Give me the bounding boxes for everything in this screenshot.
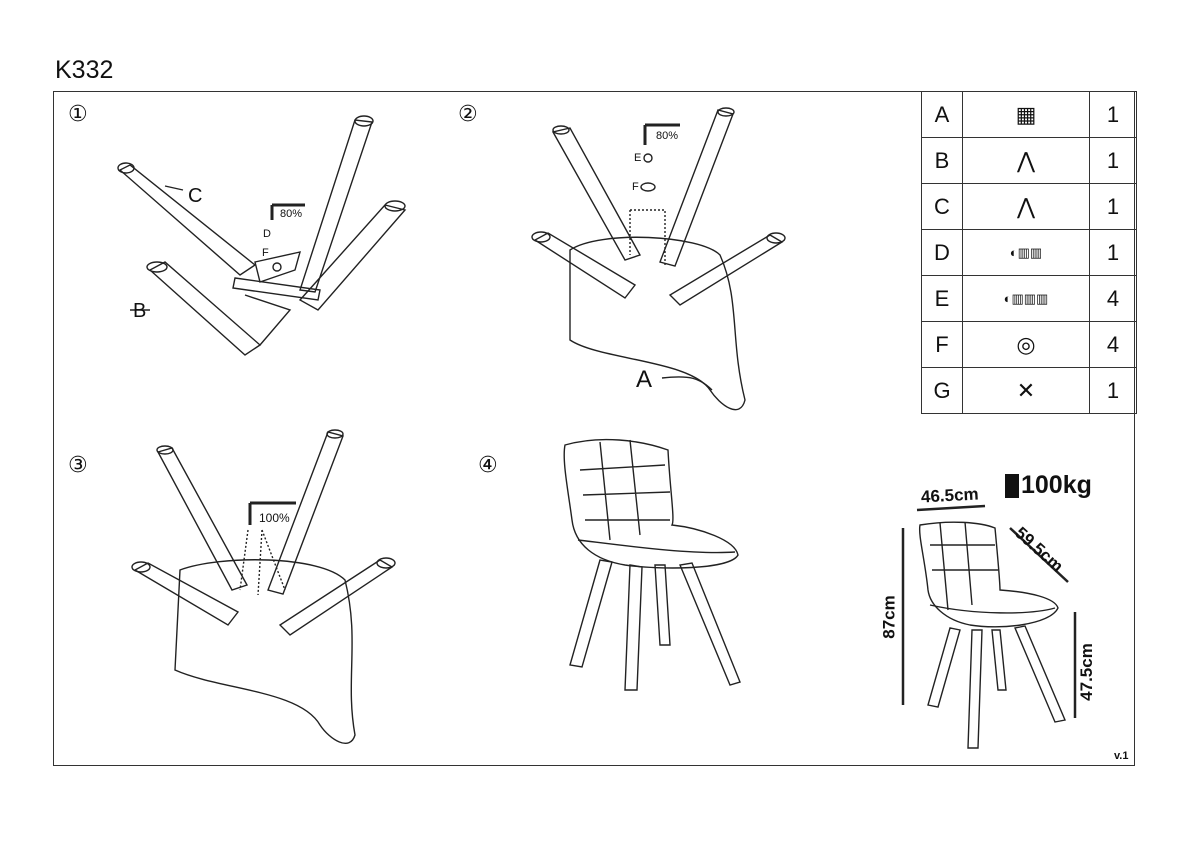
leg-frame-c-icon: ⋀ <box>962 183 1090 230</box>
step-1-label-d: D <box>263 228 271 240</box>
weight-icon <box>1005 474 1019 498</box>
table-row: D◐▥▥1 <box>921 229 1137 276</box>
max-load: 100kg <box>1021 471 1092 499</box>
step-3-drawing <box>131 429 396 744</box>
step-4-chair-drawing <box>563 438 741 691</box>
step-2-label-f: F <box>632 181 639 193</box>
step-2-tool-label: 80% <box>656 130 679 142</box>
step-2-drawing <box>531 107 786 411</box>
cross-plate-icon: ✕ <box>962 367 1090 414</box>
table-row: A▦1 <box>921 91 1137 138</box>
step-1-tool-label: 80% <box>280 208 303 220</box>
seat-icon: ▦ <box>962 91 1090 138</box>
table-row: B⋀1 <box>921 137 1137 184</box>
long-bolt-icon: ◐▥▥▥ <box>962 275 1090 322</box>
table-row: E◐▥▥▥4 <box>921 275 1137 322</box>
height-dimension: 87cm <box>879 595 899 639</box>
table-row: G✕1 <box>921 367 1137 414</box>
table-row: F◎4 <box>921 321 1137 368</box>
step-4-number: ④ <box>478 453 498 478</box>
step-2-label-e: E <box>634 152 642 164</box>
step-3-tool-label: 100% <box>259 511 290 525</box>
label-a: A <box>636 366 653 393</box>
width-dimension: 46.5cm <box>920 484 980 507</box>
dimension-chair-drawing <box>918 521 1066 749</box>
step-3-number: ③ <box>68 453 88 478</box>
dimension-arrows <box>901 504 1077 718</box>
table-row: C⋀1 <box>921 183 1137 230</box>
seat-height-dimension: 47.5cm <box>1076 643 1096 701</box>
parts-table: A▦1 B⋀1 C⋀1 D◐▥▥1 E◐▥▥▥4 F◎4 G✕1 <box>921 91 1137 414</box>
leg-frame-b-icon: ⋀ <box>962 137 1090 184</box>
step-1-label-f: F <box>262 247 269 259</box>
washer-icon: ◎ <box>962 321 1090 368</box>
step-2-number: ② <box>458 102 478 127</box>
instruction-frame <box>53 91 1135 766</box>
step-1-drawing <box>117 115 407 356</box>
step-1-number: ① <box>68 102 88 127</box>
label-c: C <box>188 185 203 207</box>
version-label: v.1 <box>1114 750 1129 762</box>
label-b: B <box>133 300 147 322</box>
product-code: K332 <box>55 56 114 84</box>
short-bolt-icon: ◐▥▥ <box>962 229 1090 276</box>
